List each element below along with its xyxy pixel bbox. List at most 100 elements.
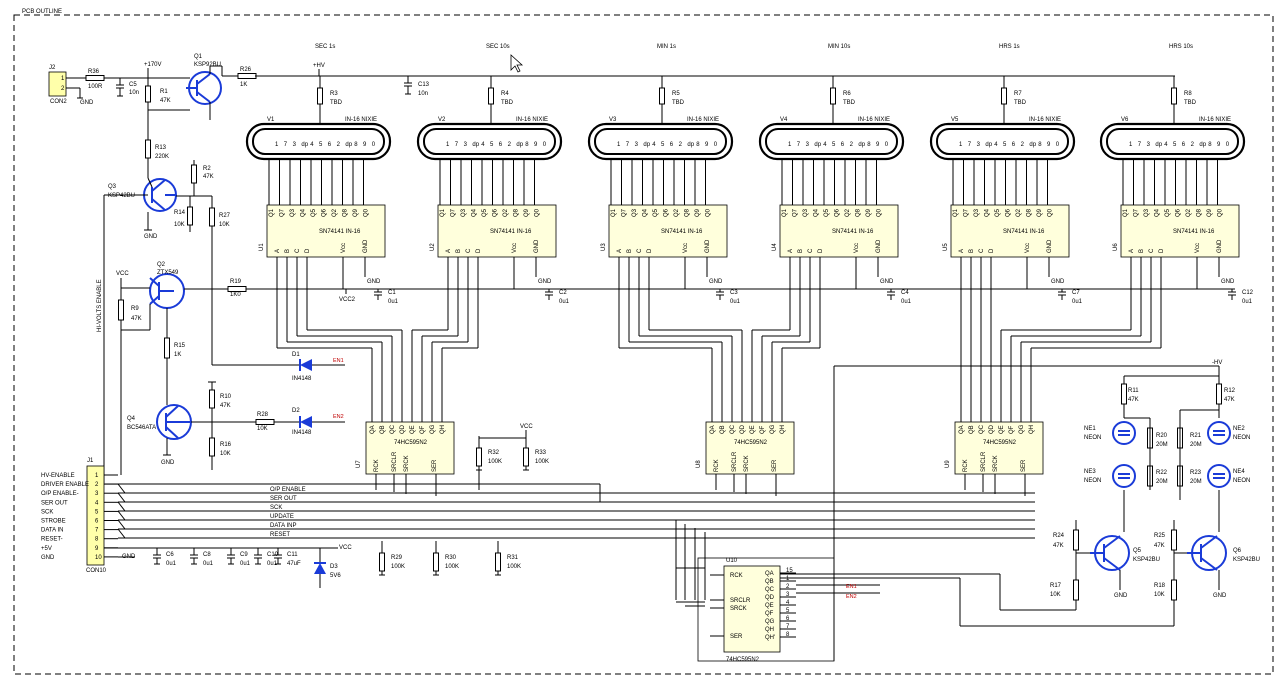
tube-pin-label: 5	[319, 142, 323, 148]
driver-in-pin: A	[617, 249, 623, 253]
sr-ref: U9	[945, 460, 951, 468]
driver-out-pin: Q3	[974, 208, 980, 217]
d1-ref: D1	[292, 352, 300, 358]
driver-in-pin: Vcc	[1195, 243, 1201, 253]
j1-pin-number: 9	[95, 546, 99, 552]
ne4-neon-lamp-icon	[1207, 464, 1231, 488]
tube-pin-label: 0	[543, 142, 547, 148]
r11-ref: R11	[1128, 388, 1139, 394]
r36-val: 100R	[88, 84, 103, 90]
j1-pin-number: 3	[95, 491, 99, 497]
decoupling-cap-ref: C4	[901, 290, 909, 296]
ne4-part: NEON	[1233, 478, 1250, 484]
driver-in-pin: GND	[1217, 239, 1223, 253]
driver-ref: U3	[601, 243, 607, 251]
svg-text:GND: GND	[880, 279, 894, 285]
driver-out-pin: Q3	[632, 208, 638, 217]
sr-out-pin: QB	[380, 425, 386, 434]
j1-pin-label: SCK	[41, 509, 53, 515]
tube-part: IN-16 NIXIE	[345, 117, 377, 123]
r26-val: 1K	[240, 82, 247, 88]
tube-ref: V1	[267, 117, 275, 123]
svg-text:GND: GND	[80, 100, 94, 106]
sr-out-pin: QC	[979, 424, 985, 434]
tube-pin-label: 7	[455, 142, 459, 148]
decoupling-cap-val: 0u1	[901, 299, 912, 305]
driver-in-pin: A	[275, 249, 281, 253]
anode-resistor-val: TBD	[672, 100, 685, 106]
tube-pin-label: 3	[977, 142, 981, 148]
driver-in-pin: B	[627, 249, 633, 253]
sr-ctrl-pin: RCK	[963, 459, 969, 472]
driver-part: SN74141 IN-16	[832, 229, 874, 235]
tube-part: IN-16 NIXIE	[858, 117, 890, 123]
driver-in-pin: C	[637, 248, 643, 253]
tube-pin-label: 2	[508, 142, 512, 148]
anode-resistor-val: TBD	[843, 100, 856, 106]
bus-net-label: RESET	[270, 532, 290, 538]
driver-in-pin: A	[788, 249, 794, 253]
r23-val: 20M	[1190, 479, 1202, 485]
power-cap-ref: C6	[166, 552, 174, 558]
svg-text:8: 8	[786, 632, 790, 638]
decoupling-cap-val: 0u1	[730, 299, 741, 305]
tube-pin-label: 7	[797, 142, 801, 148]
driver-out-pin: Q4	[985, 208, 991, 217]
driver-in-pin: D	[989, 248, 995, 253]
driver-out-pin: Q3	[461, 208, 467, 217]
q1-ref: Q1	[194, 54, 203, 60]
driver-in-pin: C	[466, 248, 472, 253]
anode-resistor-ref: R4	[501, 91, 509, 97]
tube-pin-label: 7	[1138, 142, 1142, 148]
driver-out-pin: Q8	[1197, 208, 1203, 217]
driver-ref: U6	[1113, 243, 1119, 251]
decoupling-cap-ref: C2	[559, 290, 567, 296]
sr-out-pin: QC	[730, 424, 736, 434]
u10-body	[723, 565, 781, 653]
sr-ctrl-pin: SER	[1021, 459, 1027, 472]
tube-ref: V3	[609, 117, 617, 123]
tube-pin-label: 1	[446, 142, 450, 148]
nixie-tube-icon	[758, 122, 905, 161]
pullup-ref: R30	[445, 555, 457, 561]
j1-pin-label: DATA IN	[41, 528, 63, 534]
sr-out-pin: QE	[750, 425, 756, 434]
tube-pin-label: dp	[1155, 142, 1162, 148]
j1-pin-label: RESET-	[41, 537, 63, 543]
r23-ref: R23	[1190, 470, 1202, 476]
driver-in-pin: C	[1149, 248, 1155, 253]
pcb-outline	[13, 14, 1274, 675]
sr-out-pin: QD	[740, 424, 746, 434]
driver-out-pin: Q1	[782, 208, 788, 217]
driver-out-pin: Q7	[451, 208, 457, 217]
tube-pin-label: 5	[1003, 142, 1007, 148]
driver-out-pin: Q7	[964, 208, 970, 217]
q4-part: BC546ATA	[127, 425, 156, 431]
sr-out-pin: QG	[430, 424, 436, 434]
decoupling-cap-ref: C1	[388, 290, 396, 296]
tube-pin-label: dp	[472, 142, 479, 148]
sn74141-driver	[437, 204, 557, 258]
nixie-tube-icon	[929, 122, 1076, 161]
zener-val: 5V6	[330, 573, 341, 579]
tube-pin-label: dp	[1029, 142, 1036, 148]
tube-pin-label: 5	[490, 142, 494, 148]
digit-label: HRS 1s	[999, 44, 1020, 50]
r16-val: 10K	[220, 451, 231, 457]
sr-ctrl-pin: SRCK	[404, 455, 410, 472]
r14-val: 10K	[174, 222, 185, 228]
r21-ref: R21	[1190, 433, 1202, 439]
u10-out-pin: QG	[765, 619, 775, 625]
sr-ref: U7	[356, 460, 362, 468]
driver-out-pin: Q2	[1016, 208, 1022, 217]
r22-ref: R22	[1156, 470, 1168, 476]
mouse-cursor-icon	[510, 54, 524, 73]
hv-enable-label: HI-VOLTS ENABLE	[97, 279, 103, 332]
svg-text:GND: GND	[367, 279, 381, 285]
tube-part: IN-16 NIXIE	[687, 117, 719, 123]
driver-out-pin: Q4	[643, 208, 649, 217]
j1-pin-number: 7	[95, 528, 99, 534]
